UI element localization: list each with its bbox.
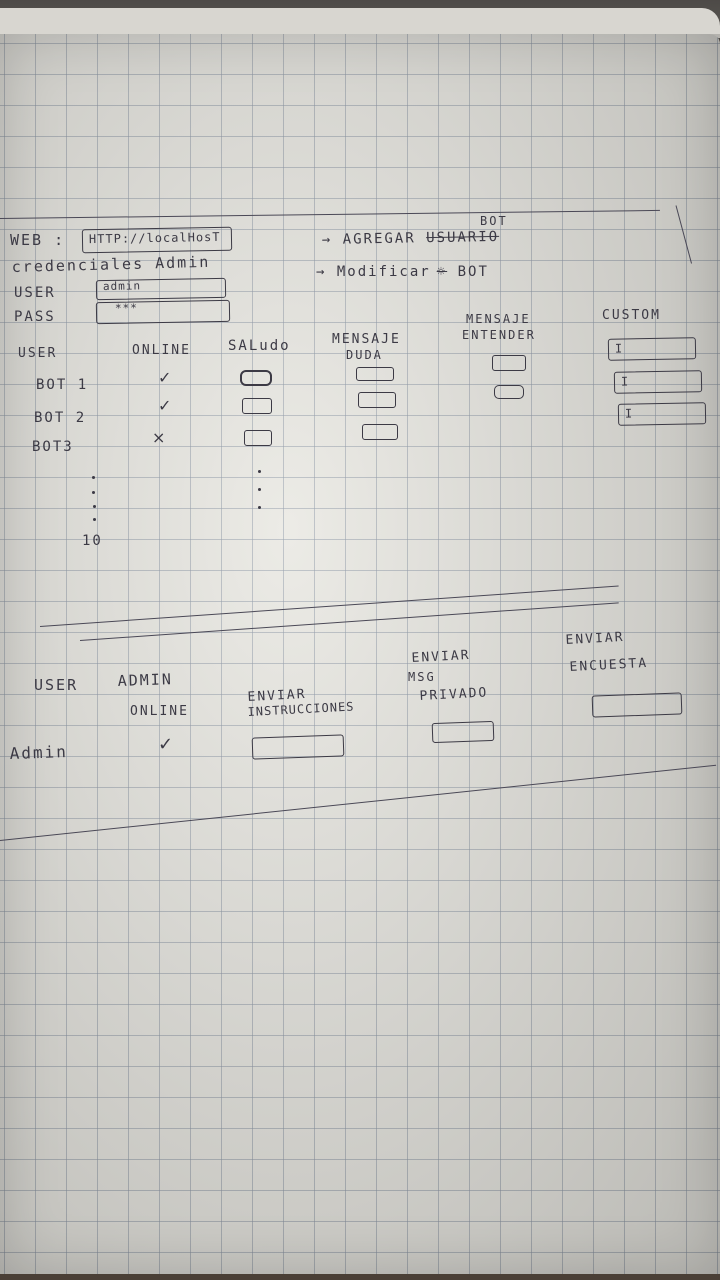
- continuation-dot: [258, 506, 261, 509]
- bot-row-1-duda-button[interactable]: [356, 367, 394, 381]
- web-url-field[interactable]: HTTP://localHosT: [81, 226, 233, 254]
- modify-struck-mark: ​☼: [436, 264, 448, 280]
- admin-send-msg-privado-button[interactable]: [431, 720, 495, 744]
- bots-header-online: ONLINE: [132, 343, 191, 358]
- bot-row-2-entender-button[interactable]: [494, 385, 524, 399]
- continuation-dot: [258, 470, 261, 473]
- admin-header-online: ONLINE: [130, 704, 189, 719]
- bot-row-2-online-check: ✓: [158, 396, 172, 415]
- user-field-label: USER: [14, 285, 56, 301]
- pass-field-label: PASS: [14, 309, 56, 325]
- continuation-dot: [258, 488, 261, 491]
- modify-prefix: → Modificar: [316, 264, 431, 280]
- modify-target: BOT: [457, 264, 489, 280]
- bots-header-mensaje-entender-1: MENSAJE: [466, 312, 531, 326]
- admin-header-msg-privado-1: ENVIAR: [411, 647, 471, 666]
- bot-row-2-custom-cursor: I: [620, 374, 630, 389]
- bot-row-2-custom-input[interactable]: I: [613, 370, 703, 394]
- add-insert-word: BOT: [480, 214, 508, 228]
- add-struck-word: USUARIO: [426, 228, 500, 247]
- modify-bot-link[interactable]: → Modificar ​☼ BOT: [316, 264, 489, 280]
- user-field-value: admin: [102, 279, 142, 294]
- bots-header-saludo: SALudo: [228, 338, 291, 354]
- web-url-value: HTTP://localHosT: [88, 229, 221, 247]
- admin-header-user: USER: [34, 676, 79, 694]
- pass-field[interactable]: ***: [95, 299, 231, 325]
- bots-header-user: USER: [18, 346, 58, 361]
- grid-paper-sheet: [0, 34, 720, 1274]
- admin-row-1-online-check: ✓: [158, 734, 174, 755]
- admin-header-admin: ADMIN: [117, 670, 174, 690]
- admin-header-msg-privado-2: MSG: [408, 670, 436, 684]
- bot-row-1-custom-cursor: I: [614, 341, 624, 356]
- continuation-dot: [93, 518, 96, 521]
- bot-row-last-user: 10: [82, 533, 103, 549]
- bot-row-1-entender-button[interactable]: [492, 355, 526, 371]
- add-bot-link[interactable]: → AGREGAR USUARIO: [322, 229, 500, 248]
- bot-row-1-custom-input[interactable]: I: [607, 337, 697, 361]
- bot-row-1-saludo-button[interactable]: [240, 370, 272, 386]
- bots-header-mensaje-duda-2: DUDA: [346, 348, 383, 362]
- bots-header-mensaje-entender-2: ENTENDER: [462, 328, 536, 342]
- admin-send-instrucciones-button[interactable]: [251, 734, 345, 760]
- continuation-dot: [92, 491, 95, 494]
- add-prefix: → AGREGAR: [321, 230, 416, 248]
- admin-header-encuesta-1: ENVIAR: [565, 629, 625, 648]
- web-label: WEB :: [10, 231, 66, 249]
- admin-send-encuesta-button[interactable]: [591, 692, 683, 718]
- bot-row-3-saludo-button[interactable]: [244, 430, 272, 446]
- bot-row-2-saludo-button[interactable]: [242, 398, 272, 414]
- user-field[interactable]: admin: [95, 277, 227, 301]
- bot-row-3-duda-button[interactable]: [362, 424, 398, 440]
- bot-row-3-custom-input[interactable]: I: [617, 402, 707, 426]
- bot-row-1-online-check: ✓: [158, 368, 172, 387]
- bot-row-2-user: BOT 2: [34, 410, 87, 426]
- bot-row-1-user: BOT 1: [36, 377, 89, 393]
- bot-row-3-user: BOT3: [32, 439, 74, 455]
- bot-row-3-custom-cursor: I: [624, 406, 634, 421]
- bot-row-3-online-cross: ×: [152, 428, 166, 447]
- continuation-dot: [92, 476, 95, 479]
- bots-header-mensaje-duda-1: MENSAJE: [332, 332, 401, 347]
- pass-field-value: ***: [114, 301, 138, 315]
- bot-row-2-duda-button[interactable]: [358, 392, 396, 408]
- page-underneath: [0, 8, 720, 38]
- bots-header-custom: CUSTOM: [602, 308, 661, 323]
- continuation-dot: [93, 505, 96, 508]
- admin-row-1-user: Admin: [9, 741, 69, 763]
